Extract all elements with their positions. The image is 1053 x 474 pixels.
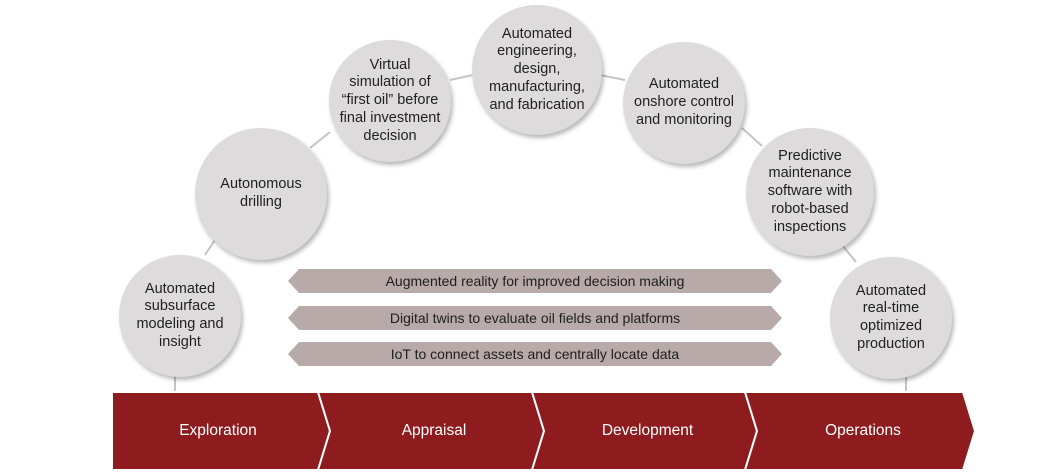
- connector-line: [309, 131, 331, 149]
- bubble-engineering-label: Automated engineering, design, manufactu…: [489, 25, 585, 113]
- phase-label-appraisal: Appraisal: [401, 422, 467, 439]
- bubble-virtual-simulation: Virtual simulation of “first oil” before…: [329, 40, 451, 162]
- technology-bands: [288, 269, 782, 366]
- phase-label-operations: Operations: [825, 422, 901, 439]
- phase-label-exploration: Exploration: [179, 422, 257, 439]
- phase-arrows: [111, 391, 977, 471]
- bubble-drilling-label: Autonomous drilling: [220, 176, 302, 210]
- connector-line: [741, 127, 763, 147]
- bubble-predictive-maintenance: Predictive maintenance software with rob…: [746, 128, 874, 256]
- tech-label-digital-twins: Digital twins to evaluate oil fields and…: [389, 310, 681, 326]
- bubble-autonomous-drilling: Autonomous drilling: [195, 128, 327, 260]
- connector-line: [449, 74, 474, 81]
- phase-arrow-operations: [743, 391, 977, 471]
- bubble-simulation-label: Virtual simulation of “first oil” before…: [339, 56, 441, 144]
- bubble-subsurface-modeling: Automated subsurface modeling and insigh…: [119, 255, 241, 377]
- phase-label-development: Development: [601, 422, 694, 439]
- connector-line: [599, 74, 626, 81]
- tech-band-digital-twins: [288, 306, 782, 330]
- bubble-maintenance-label: Predictive maintenance software with rob…: [767, 147, 853, 235]
- tech-label-iot: IoT to connect assets and centrally loca…: [390, 346, 680, 362]
- bubble-subsurface-label: Automated subsurface modeling and insigh…: [136, 280, 224, 350]
- bubble-onshore-label: Automated onshore control and monitoring: [634, 76, 734, 128]
- bubble-realtime-production: Automated real-time optimized production: [830, 257, 952, 379]
- bubble-production-label: Automated real-time optimized production: [855, 282, 927, 352]
- tech-band-augmented-reality: [288, 269, 782, 293]
- bubble-onshore-control: Automated onshore control and monitoring: [623, 42, 745, 164]
- bubble-automated-engineering: Automated engineering, design, manufactu…: [472, 5, 602, 135]
- tech-label-augmented-reality: Augmented reality for improved decision …: [385, 273, 685, 289]
- tech-band-iot: [288, 342, 782, 366]
